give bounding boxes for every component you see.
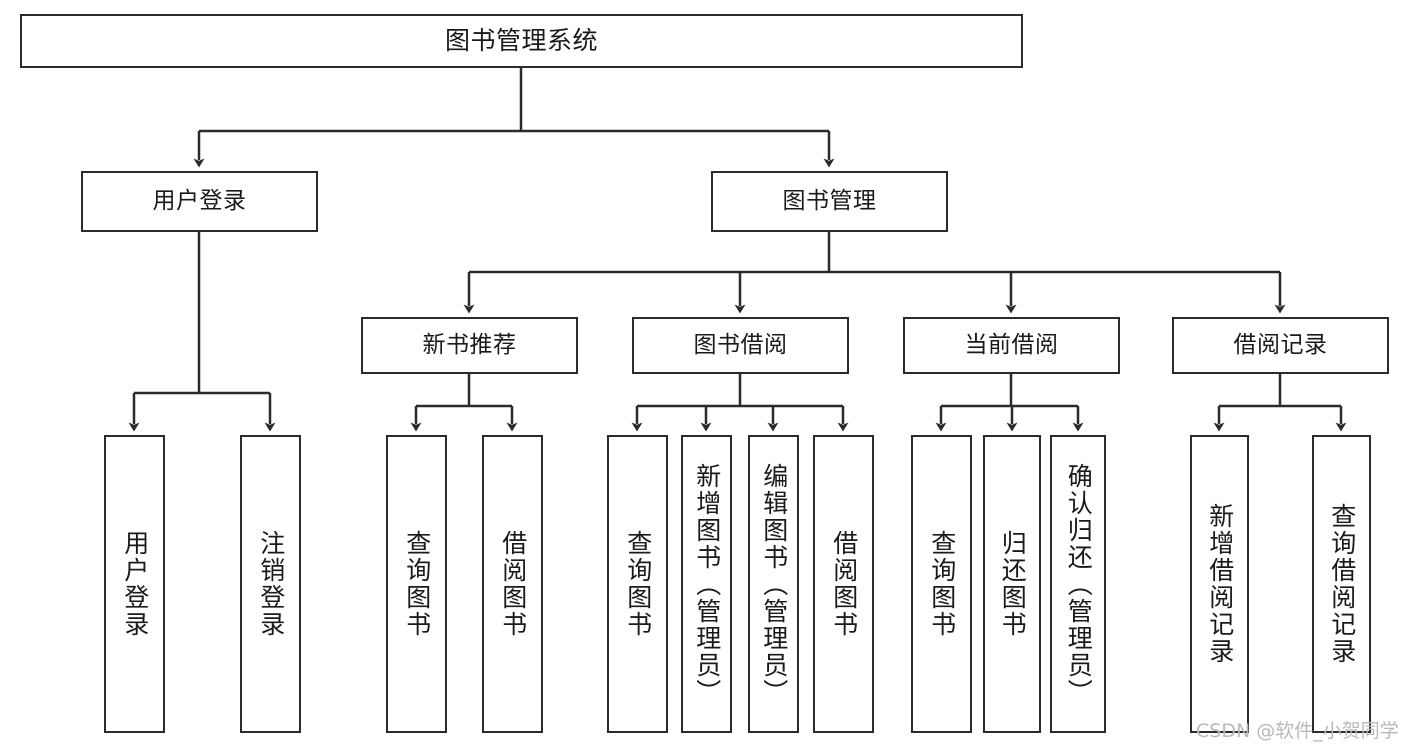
node-leaf-query-book-1[interactable]: 查询图书 [386, 435, 447, 733]
node-lvl3-newrec[interactable]: 新书推荐 [361, 317, 578, 374]
node-label: 图书管理系统 [444, 26, 598, 56]
node-label: 新书推荐 [422, 331, 517, 358]
node-label: 借阅图书 [829, 530, 859, 638]
node-leaf-add-record[interactable]: 新增借阅记录 [1190, 435, 1249, 733]
node-label: 图书管理 [782, 187, 877, 214]
node-leaf-query-book-2[interactable]: 查询图书 [607, 435, 668, 733]
watermark-text: CSDN @软件_小贺同学 [1196, 720, 1399, 742]
node-label: 用户登录 [152, 187, 247, 214]
node-lvl3-hist[interactable]: 借阅记录 [1172, 317, 1389, 374]
node-label: 查询图书 [927, 530, 957, 638]
node-leaf-borrow-book-2[interactable]: 借阅图书 [813, 435, 874, 733]
node-root[interactable]: 图书管理系统 [20, 14, 1023, 68]
node-label: 归还图书 [998, 530, 1028, 638]
node-lvl3-curr[interactable]: 当前借阅 [903, 317, 1120, 374]
node-label: 图书借阅 [693, 331, 788, 358]
node-label: 借阅记录 [1233, 331, 1328, 358]
node-label: 新增借阅记录 [1205, 503, 1235, 665]
node-lvl3-borrow[interactable]: 图书借阅 [632, 317, 849, 374]
node-leaf-user-logout[interactable]: 注销登录 [240, 435, 301, 733]
node-leaf-query-book-3[interactable]: 查询图书 [911, 435, 972, 733]
node-label: 当前借阅 [964, 331, 1059, 358]
node-leaf-confirm-ret[interactable]: 确认归还（管理员） [1050, 435, 1106, 733]
node-label: 确认归还（管理员） [1064, 462, 1094, 706]
node-label: 查询借阅记录 [1327, 503, 1357, 665]
node-label: 编辑图书（管理员） [759, 462, 789, 706]
node-leaf-add-book[interactable]: 新增图书（管理员） [681, 435, 732, 733]
node-label: 查询图书 [402, 530, 432, 638]
node-label: 用户登录 [120, 530, 150, 638]
node-lvl2-login[interactable]: 用户登录 [81, 171, 318, 232]
node-lvl2-book[interactable]: 图书管理 [711, 171, 948, 232]
node-label: 新增图书（管理员） [692, 462, 722, 706]
node-label: 查询图书 [623, 530, 653, 638]
node-leaf-borrow-book-1[interactable]: 借阅图书 [482, 435, 543, 733]
node-label: 借阅图书 [498, 530, 528, 638]
node-leaf-return-book[interactable]: 归还图书 [983, 435, 1041, 733]
node-leaf-user-login[interactable]: 用户登录 [104, 435, 165, 733]
node-leaf-edit-book[interactable]: 编辑图书（管理员） [748, 435, 799, 733]
node-label: 注销登录 [256, 530, 286, 638]
node-leaf-query-record[interactable]: 查询借阅记录 [1312, 435, 1371, 733]
